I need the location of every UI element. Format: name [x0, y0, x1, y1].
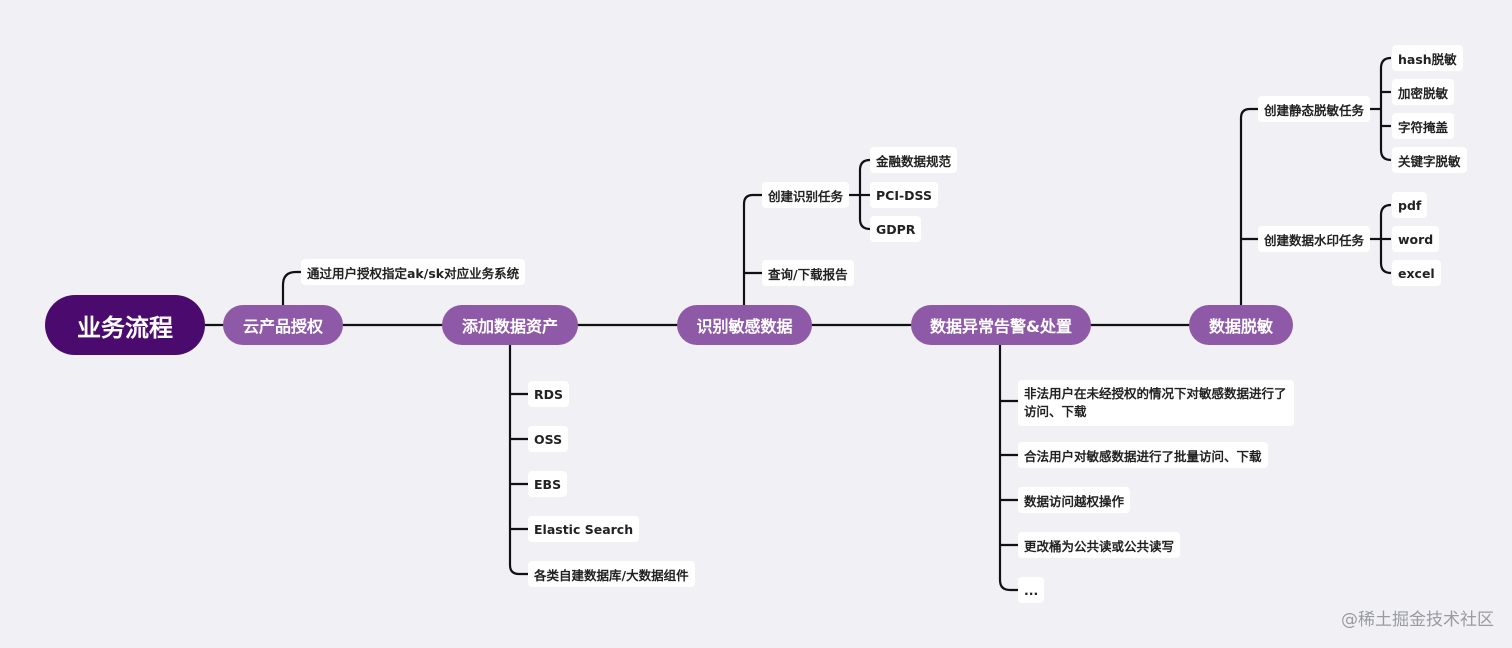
leaf-watermark-word: word — [1392, 226, 1440, 252]
leaf-static-desensitize-task: 创建静态脱敏任务 — [1258, 96, 1371, 122]
leaf-query-download-report: 查询/下载报告 — [762, 260, 854, 286]
leaf-method-encrypt: 加密脱敏 — [1392, 79, 1455, 105]
leaf-asset-rds: RDS — [528, 381, 570, 407]
node-identify-sensitive: 识别敏感数据 — [677, 305, 812, 345]
leaf-alert-unauthorized-access: 非法用户在未经授权的情况下对敏感数据进行了访问、下载 — [1018, 380, 1294, 426]
leaf-asset-oss: OSS — [528, 426, 569, 452]
leaf-alert-privilege-escalation: 数据访问越权操作 — [1018, 487, 1131, 513]
leaf-standard-gdpr: GDPR — [870, 216, 922, 242]
node-alert-handling: 数据异常告警&处置 — [911, 305, 1091, 345]
leaf-create-identify-task: 创建识别任务 — [762, 182, 850, 208]
leaf-standard-financial: 金融数据规范 — [870, 147, 958, 173]
leaf-alert-batch-access: 合法用户对敏感数据进行了批量访问、下载 — [1018, 442, 1268, 468]
leaf-asset-ebs: EBS — [528, 471, 568, 497]
leaf-method-keyword: 关键字脱敏 — [1392, 147, 1467, 173]
leaf-watermark-excel: excel — [1392, 260, 1441, 286]
leaf-method-hash: hash脱敏 — [1392, 45, 1463, 71]
node-cloud-auth: 云产品授权 — [223, 305, 343, 345]
leaf-watermark-task: 创建数据水印任务 — [1258, 226, 1371, 252]
leaf-asset-elastic-search: Elastic Search — [528, 516, 640, 542]
leaf-watermark-pdf: pdf — [1392, 192, 1428, 218]
leaf-asset-self-built: 各类自建数据库/大数据组件 — [528, 561, 695, 587]
leaf-alert-public-bucket: 更改桶为公共读或公共读写 — [1018, 532, 1181, 558]
node-desensitize: 数据脱敏 — [1189, 305, 1293, 345]
leaf-method-mask: 字符掩盖 — [1392, 113, 1455, 139]
leaf-cloud-auth-detail: 通过用户授权指定ak/sk对应业务系统 — [301, 259, 526, 285]
leaf-alert-more: ... — [1018, 577, 1045, 603]
leaf-standard-pci-dss: PCI-DSS — [870, 182, 938, 208]
node-add-assets: 添加数据资产 — [442, 305, 578, 345]
root-node: 业务流程 — [45, 295, 205, 355]
site-watermark: @稀土掘金技术社区 — [1341, 610, 1494, 630]
